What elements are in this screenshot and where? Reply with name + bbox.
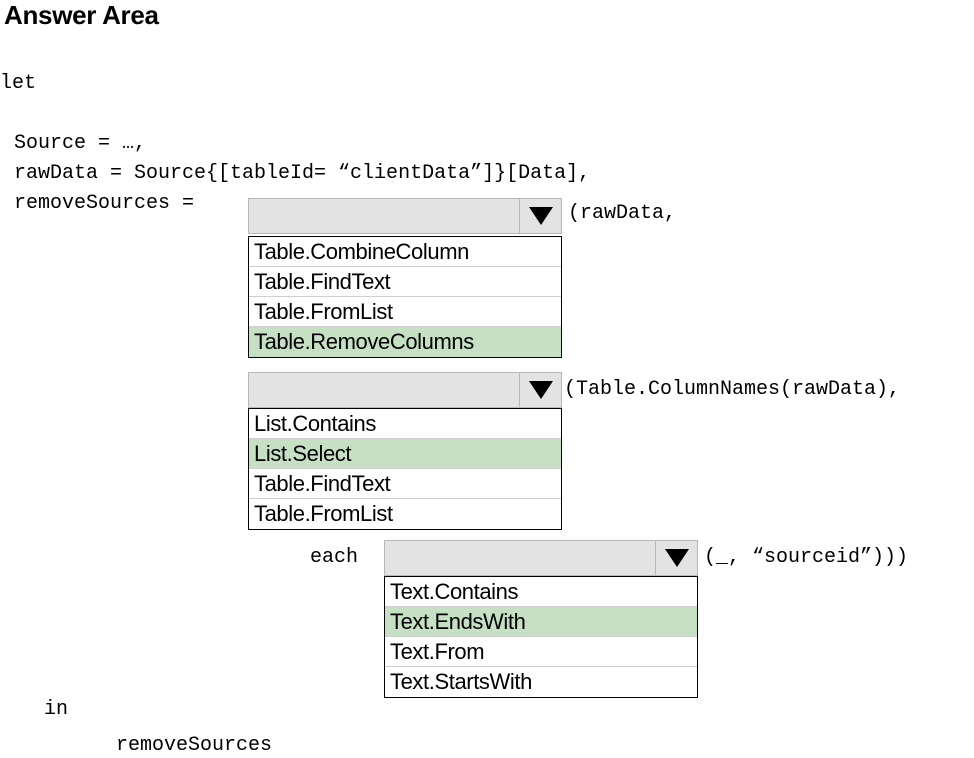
function-dropdown-3[interactable] <box>384 540 698 576</box>
dropdown-2-options: List.Contains List.Select Table.FindText… <box>248 408 562 530</box>
function-dropdown-1[interactable] <box>248 198 562 234</box>
code-let: let <box>0 72 37 95</box>
dropdown-toggle-2[interactable] <box>519 373 561 407</box>
code-rawdata-line: rawData = Source{[tableId= “clientData”]… <box>14 162 591 185</box>
code-result: removeSources <box>116 734 273 757</box>
dropdown-3-option[interactable]: Text.StartsWith <box>390 669 532 694</box>
code-after-dropdown-1: (rawData, <box>568 202 677 225</box>
dropdown-toggle-1[interactable] <box>519 199 561 233</box>
answer-area-title: Answer Area <box>4 0 159 30</box>
dropdown-3-option[interactable]: Text.Contains <box>385 577 697 607</box>
code-remove-sources: removeSources = <box>14 192 195 215</box>
dropdown-2-option[interactable]: Table.FindText <box>249 469 561 499</box>
dropdown-1-option[interactable]: Table.FromList <box>249 297 561 327</box>
function-dropdown-2[interactable] <box>248 372 562 408</box>
dropdown-2-option[interactable]: Table.FromList <box>254 501 393 526</box>
code-source-line: Source = …, <box>14 132 147 155</box>
code-each: each <box>310 546 359 569</box>
dropdown-1-option-highlighted[interactable]: Table.RemoveColumns <box>249 327 561 357</box>
dropdown-1-options: Table.CombineColumn Table.FindText Table… <box>248 236 562 358</box>
chevron-down-icon <box>665 549 689 567</box>
dropdown-1-option[interactable]: Table.FindText <box>249 267 561 297</box>
dropdown-2-option[interactable]: List.Contains <box>249 409 561 439</box>
dropdown-toggle-3[interactable] <box>655 541 697 575</box>
dropdown-3-options: Text.Contains Text.EndsWith Text.From Te… <box>384 576 698 698</box>
dropdown-2-option-highlighted[interactable]: List.Select <box>249 439 561 469</box>
dropdown-3-option[interactable]: Text.From <box>385 637 697 667</box>
dropdown-3-option-highlighted[interactable]: Text.EndsWith <box>385 607 697 637</box>
code-after-dropdown-2: (Table.ColumnNames(rawData), <box>564 378 901 401</box>
chevron-down-icon <box>529 207 553 225</box>
code-after-dropdown-3: (_, “sourceid”))) <box>704 546 909 569</box>
chevron-down-icon <box>529 381 553 399</box>
dropdown-1-option[interactable]: Table.CombineColumn <box>249 237 561 267</box>
code-in: in <box>44 698 69 721</box>
